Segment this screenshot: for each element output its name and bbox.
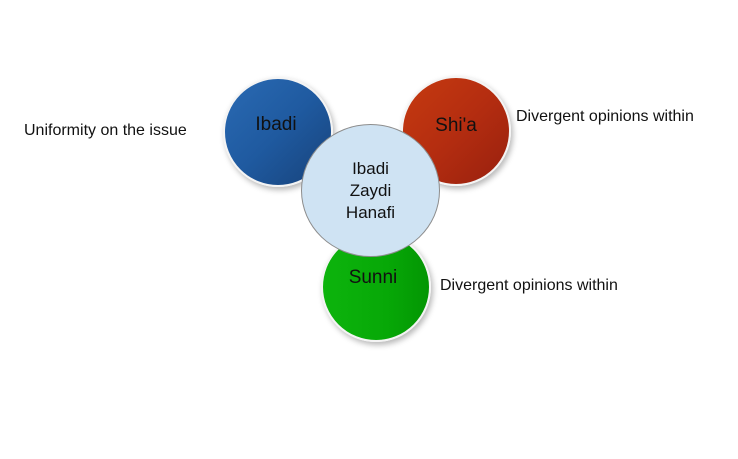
sunni-circle-label: Sunni bbox=[348, 266, 398, 288]
shia-circle-label: Shi'a bbox=[435, 114, 477, 136]
ibadi-circle: Ibadi bbox=[223, 77, 333, 187]
center-circle: Ibadi Zaydi Hanafi bbox=[301, 124, 440, 257]
center-line-zaydi: Zaydi bbox=[349, 180, 392, 200]
ibadi-circle-label: Ibadi bbox=[255, 113, 297, 135]
sunni-annotation: Divergent opinions within bbox=[440, 277, 618, 294]
center-line-ibadi: Ibadi bbox=[352, 158, 389, 178]
ibadi-annotation: Uniformity on the issue bbox=[24, 122, 187, 139]
shia-annotation: Divergent opinions within bbox=[516, 108, 694, 125]
center-line-hanafi: Hanafi bbox=[345, 202, 396, 222]
